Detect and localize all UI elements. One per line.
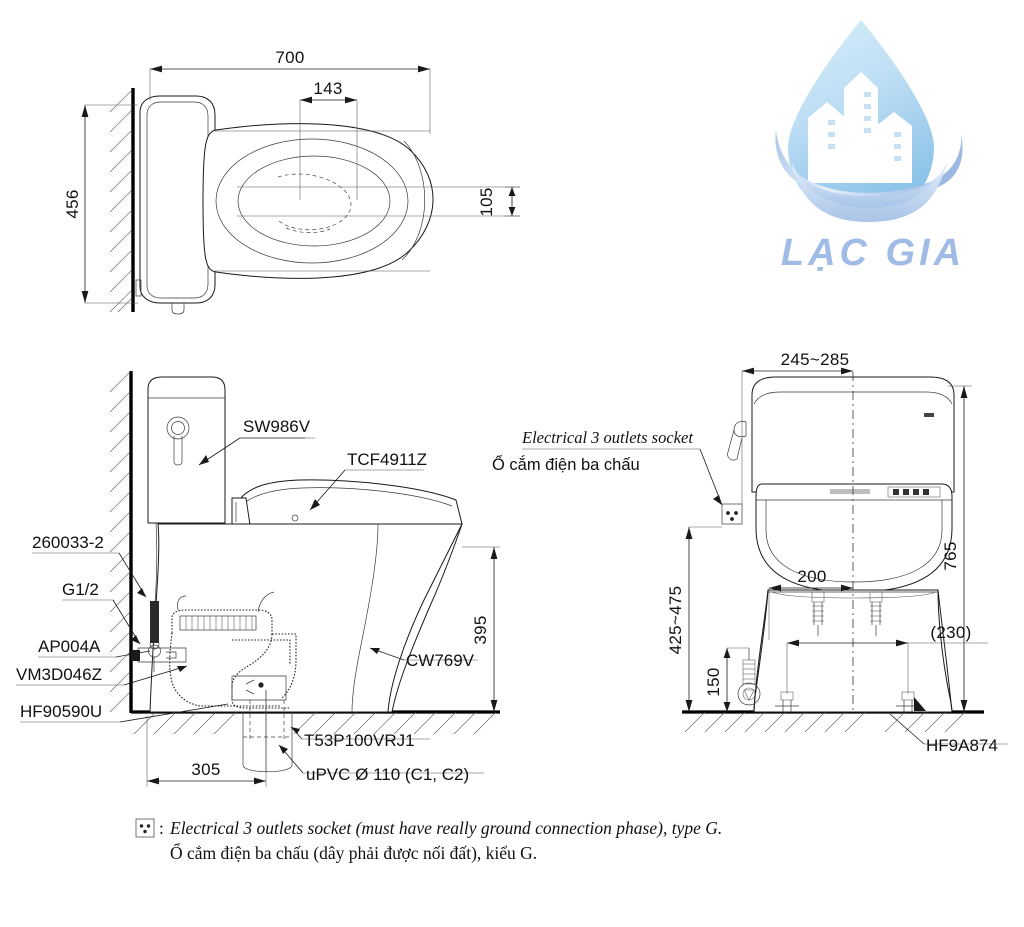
dim-value: 765 — [941, 541, 960, 570]
dim-value: 425~475 — [666, 586, 685, 655]
socket-3pin-icon — [135, 818, 155, 838]
callout-vm3d046z: VM3D046Z — [16, 665, 188, 686]
socket-label-en: Electrical 3 outlets socket — [521, 428, 693, 447]
dim-front-150: 150 — [704, 647, 749, 712]
dim-top-143: 143 — [299, 79, 358, 200]
socket-label-vi: Ổ cắm điện ba chấu — [492, 455, 640, 474]
callout-label: T53P100VRJ1 — [304, 731, 415, 750]
callout-label: CW769V — [406, 651, 475, 670]
callout-label: 260033-2 — [32, 533, 104, 552]
side-view-rim-grating — [179, 615, 257, 631]
top-view-projection-lines — [215, 130, 520, 272]
dim-value: (230) — [930, 623, 971, 642]
top-view-tank — [135, 95, 216, 315]
dim-value: 395 — [471, 615, 490, 644]
dim-side-395: 395 — [462, 546, 500, 712]
dim-side-305: 305 — [146, 690, 267, 787]
callout-ap004a: AP004A — [38, 637, 151, 658]
front-view-seat-bolts — [811, 591, 883, 636]
flush-lever-icon — [727, 421, 747, 461]
callout-260033-2: 260033-2 — [32, 533, 147, 598]
footnote-line-en: Electrical 3 outlets socket (must have r… — [169, 818, 722, 838]
dim-value: 200 — [797, 567, 826, 586]
washlet-control-buttons — [887, 486, 941, 498]
front-view-floor — [682, 710, 984, 733]
dim-value: 150 — [704, 667, 723, 696]
top-view-seat-ring — [215, 138, 409, 264]
logo-wordmark: LẠC GIA — [780, 232, 966, 274]
top-view-nozzle-detail — [277, 173, 352, 233]
callout-label: SW986V — [243, 417, 311, 436]
front-view-angle-valve — [737, 648, 761, 706]
callout-label: HF9A874 — [926, 736, 998, 755]
callout-label: VM3D046Z — [16, 665, 102, 684]
dim-value: 456 — [63, 189, 82, 218]
dim-value: 305 — [191, 760, 220, 779]
front-view-cistern — [727, 376, 955, 493]
callout-hf9a874: HF9A874 — [889, 713, 1008, 755]
callout-t53p100vrj1: T53P100VRJ1 — [290, 726, 430, 750]
callout-label: TCF4911Z — [347, 450, 427, 469]
logo-graphic — [775, 20, 963, 222]
callout-sw986v: SW986V — [198, 417, 315, 466]
dim-front-425-475: 425~475 — [666, 526, 722, 712]
front-view: 245~285 765 425~475 — [666, 350, 1008, 755]
callout-cw769v: CW769V — [369, 647, 478, 670]
dim-top-105: 105 — [477, 186, 520, 217]
callout-label: uPVC Ø 110 (C1, C2) — [306, 765, 469, 784]
dim-front-200: 200 — [768, 567, 853, 640]
water-droplet-icon — [788, 20, 934, 221]
side-view-wall — [109, 371, 133, 713]
top-view-wall — [109, 88, 135, 313]
footnote: : Electrical 3 outlets socket (must have… — [135, 818, 722, 863]
side-view-trapway — [169, 591, 297, 709]
side-view: 395 305 SW986V — [16, 371, 723, 787]
dim-value: 105 — [477, 187, 496, 216]
callout-label: G1/2 — [62, 580, 99, 599]
footnote-line-vi: Ổ cắm điện ba chấu (dây phải được nối đấ… — [170, 843, 537, 863]
top-view: 700 143 456 — [63, 48, 520, 315]
water-bowl-icon — [775, 130, 963, 222]
skyline-buildings-icon — [808, 72, 912, 183]
callout-label: AP004A — [38, 637, 101, 656]
front-view-washlet — [755, 483, 953, 593]
dim-front-245-285: 245~285 — [741, 350, 853, 504]
dim-top-456: 456 — [63, 104, 138, 304]
dim-value: 143 — [313, 79, 342, 98]
dim-front-765: 765 — [941, 385, 972, 712]
callout-label: HF90590U — [20, 702, 102, 721]
callout-tcf4911z: TCF4911Z — [309, 450, 427, 511]
footnote-separator: : — [159, 818, 164, 838]
electrical-socket-symbol — [721, 503, 743, 525]
flush-button-icon — [166, 416, 190, 466]
dim-value: 245~285 — [781, 350, 850, 369]
side-view-bowl — [149, 523, 463, 713]
callout-upvc: uPVC Ø 110 (C1, C2) — [278, 744, 484, 784]
top-view-seat-lid — [202, 123, 434, 279]
dim-top-700: 700 — [149, 48, 431, 134]
lac-gia-logo: LẠC GIA — [748, 8, 998, 283]
callout-hf90590u: HF90590U — [20, 702, 229, 723]
callout-g12: G1/2 — [62, 580, 141, 645]
dim-value: 700 — [275, 48, 304, 67]
dim-front-230: (230) — [786, 623, 988, 694]
electrical-socket-callout: Electrical 3 outlets socket Ổ cắm điện b… — [492, 428, 723, 506]
